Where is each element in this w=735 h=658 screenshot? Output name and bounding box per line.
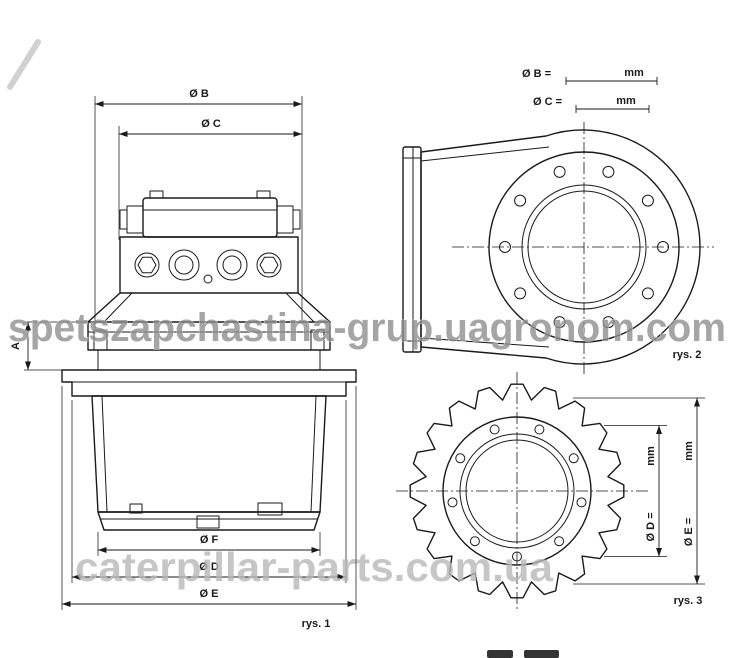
housing-outline (420, 129, 701, 365)
dim-unit-d3: mm (645, 446, 657, 466)
mounting-flange (87, 292, 331, 371)
cropped-watermark-mark (524, 650, 559, 658)
fig1-front-view: Ø B Ø C A Ø F Ø D Ø E rys. 1 (10, 88, 357, 630)
fig3-sprocket-view: mm Ø D = mm Ø E = rys. 3 (396, 372, 705, 612)
watermark-center: spetszapchastina-grup.uagronom.com (8, 306, 726, 350)
figure-caption-3: rys. 3 (674, 595, 703, 607)
fig3-dimensions: mm Ø D = mm Ø E = rys. 3 (573, 397, 705, 607)
figure-caption-2: rys. 2 (673, 349, 702, 361)
fig2-dimensions: Ø B = mm Ø C = mm rys. 2 (522, 67, 701, 361)
cropped-watermark-stroke (7, 39, 41, 90)
valve-block (119, 236, 299, 294)
fig2-centerlines (452, 122, 714, 375)
drive-flange-ring (61, 369, 357, 397)
dim-label-d3: Ø D = (645, 512, 657, 541)
dim-label-c2: Ø C = (533, 96, 562, 108)
hex-bolt-left (137, 256, 157, 274)
fig3-centerlines (396, 372, 648, 612)
housing-wall-lines (420, 146, 550, 348)
watermark-bottom: caterpillar-parts.com.ua (75, 544, 554, 590)
cropped-watermark-mark (487, 650, 513, 658)
fig2-housing-view: Ø B = mm Ø C = mm rys. 2 (402, 67, 714, 375)
fig1-dimensions: Ø B Ø C A Ø F Ø D Ø E rys. 1 (10, 88, 357, 630)
sprocket-teeth-outline (409, 383, 625, 599)
watermark-layer: spetszapchastina-grup.uagronom.com cater… (7, 39, 726, 658)
housing-bolt-holes (499, 165, 669, 329)
dim-label-f: Ø F (200, 534, 219, 546)
bottom-port-center (196, 515, 220, 529)
dim-label-e3: Ø E = (683, 518, 695, 546)
motor-drum (91, 395, 327, 531)
figure-caption-1: rys. 1 (302, 618, 331, 630)
dim-unit-c2: mm (616, 95, 636, 107)
dim-label-a: A (10, 342, 22, 350)
hex-bolt-right (259, 256, 279, 274)
dim-unit-e3: mm (683, 441, 695, 461)
motor-top-cap (119, 190, 301, 238)
dim-label-b2: Ø B = (522, 68, 551, 80)
dim-label-b: Ø B (189, 88, 209, 100)
dim-unit-b2: mm (624, 67, 644, 79)
bottom-port-right (257, 502, 283, 516)
bottom-plug-left (129, 503, 143, 514)
dim-label-e: Ø E (200, 588, 219, 600)
dim-label-c: Ø C (201, 118, 221, 130)
dim-label-d: Ø D (199, 561, 219, 573)
